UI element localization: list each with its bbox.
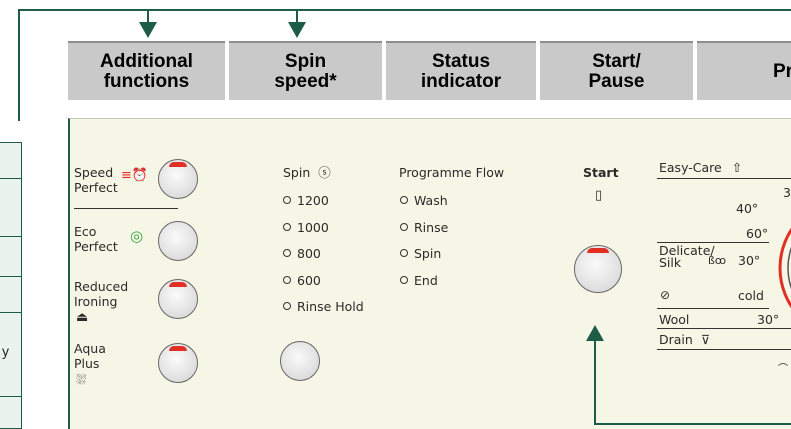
- temp-label: 3: [783, 185, 791, 200]
- side-table: [0, 142, 22, 429]
- programme-easy-care[interactable]: Easy-Care ⇧: [659, 160, 742, 175]
- spin-option-label: 600: [297, 273, 321, 288]
- reduced-ironing-label: Reduced Ironing: [74, 279, 129, 309]
- status-item-wash: Wash: [400, 193, 448, 208]
- programme-dial[interactable]: [760, 200, 791, 330]
- header-start-pause: Start/ Pause: [540, 41, 693, 100]
- led-indicator: [283, 249, 291, 257]
- status-item-label: Wash: [414, 193, 448, 208]
- start-indicator-light: ▯: [595, 188, 603, 203]
- header-status-indicator: Status indicator: [386, 41, 536, 100]
- spin-option-600[interactable]: 600: [283, 273, 321, 288]
- divider-line: [657, 328, 791, 329]
- aqua-plus-label: Aqua Plus: [74, 341, 106, 371]
- spin-option-1000[interactable]: 1000: [283, 220, 329, 235]
- speed-perfect-button[interactable]: [158, 159, 198, 199]
- start-pause-button[interactable]: [574, 245, 622, 293]
- side-table-row-line: [0, 276, 22, 277]
- divider-line: [657, 349, 791, 350]
- arrow-shaft: [296, 9, 298, 25]
- small-icon: ⌒: [778, 364, 788, 375]
- spin-option-label: Rinse Hold: [297, 299, 364, 314]
- spin-option-label: 1200: [297, 193, 329, 208]
- arrow-connector: [594, 423, 791, 425]
- divider-line: [74, 208, 178, 209]
- spin-option-1200[interactable]: 1200: [283, 193, 329, 208]
- arrow-shaft: [594, 340, 596, 425]
- water-plus-icon: ⛆: [76, 373, 87, 388]
- divider-line: [657, 308, 769, 309]
- spin-title: Spin ⓢ: [283, 165, 331, 180]
- knob-indicator-mark: [169, 162, 187, 167]
- arrow-up-icon: [586, 325, 604, 341]
- led-indicator: [400, 223, 408, 231]
- side-table-text: y: [2, 343, 9, 359]
- status-item-rinse: Rinse: [400, 220, 448, 235]
- led-indicator: [400, 276, 408, 284]
- status-item-spin: Spin: [400, 246, 441, 261]
- silk-icon: ßꝏ: [708, 254, 727, 267]
- status-item-label: Rinse: [414, 220, 449, 235]
- knob-indicator-mark: [169, 346, 187, 351]
- spin-option-label: 1000: [297, 220, 329, 235]
- spin-option-label: 800: [297, 246, 321, 261]
- start-label: Start: [583, 165, 619, 180]
- led-indicator: [283, 196, 291, 204]
- speed-perfect-label: Speed Perfect: [74, 165, 118, 195]
- status-item-label: Spin: [414, 246, 442, 261]
- programme-wool[interactable]: Wool: [659, 312, 690, 327]
- side-table-row-line: [0, 178, 22, 179]
- reduced-ironing-button[interactable]: [158, 279, 198, 319]
- iron-icon: ⏏: [76, 310, 89, 325]
- dial-ring: [778, 227, 791, 309]
- temp-label: cold: [738, 288, 764, 303]
- handwash-icon: ⊘: [660, 288, 671, 302]
- divider-line: [657, 178, 791, 179]
- side-table-row-line: [0, 236, 22, 237]
- eco-perfect-button[interactable]: [158, 221, 198, 261]
- frame-top-line: [18, 9, 791, 11]
- temp-label: 30°: [757, 312, 780, 327]
- header-additional-functions: Additional functions: [68, 41, 225, 100]
- led-indicator: [283, 223, 291, 231]
- side-table-row-line: [0, 312, 22, 313]
- led-indicator: [400, 249, 408, 257]
- led-indicator: [400, 196, 408, 204]
- programme-drain[interactable]: Drain ⊽: [659, 332, 710, 347]
- temp-label: 60°: [746, 226, 769, 241]
- arrow-down-icon: [139, 22, 157, 38]
- header-spin-speed: Spin speed*: [229, 41, 382, 100]
- spin-title-text: Spin: [283, 165, 311, 180]
- knob-indicator-mark: [169, 282, 187, 287]
- eco-perfect-label: Eco Perfect: [74, 224, 118, 254]
- arrow-down-icon: [288, 22, 306, 38]
- arrow-shaft: [147, 9, 149, 25]
- side-table-row-line: [0, 396, 22, 397]
- spin-speed-button[interactable]: [280, 341, 320, 381]
- status-item-end: End: [400, 273, 438, 288]
- status-item-label: End: [414, 273, 438, 288]
- clock-speed-icon: ≡⏰: [121, 168, 149, 183]
- programme-easy-care-label: Easy-Care: [659, 160, 722, 175]
- header-programme: Pr: [697, 41, 791, 100]
- frame-left-line: [18, 9, 20, 121]
- led-indicator: [283, 276, 291, 284]
- temp-label: 30°: [738, 253, 761, 268]
- programme-flow-title: Programme Flow: [399, 165, 505, 180]
- knob-indicator-mark: [587, 248, 609, 253]
- spin-icon: ⓢ: [318, 165, 331, 180]
- divider-line: [657, 242, 769, 243]
- aqua-plus-button[interactable]: [158, 343, 198, 383]
- eco-leaf-icon: ◎: [130, 227, 144, 245]
- spin-option-rinse-hold[interactable]: Rinse Hold: [283, 299, 364, 314]
- easy-care-icon: ⇧: [731, 160, 743, 175]
- spin-option-800[interactable]: 800: [283, 246, 321, 261]
- temp-label: 40°: [736, 201, 759, 216]
- dial-inner-ring: [787, 246, 791, 290]
- programme-delicate-silk[interactable]: Delicate/ Silk: [659, 243, 715, 270]
- programme-drain-label: Drain: [659, 332, 693, 347]
- drain-icon: ⊽: [700, 332, 710, 347]
- led-indicator: [283, 302, 291, 310]
